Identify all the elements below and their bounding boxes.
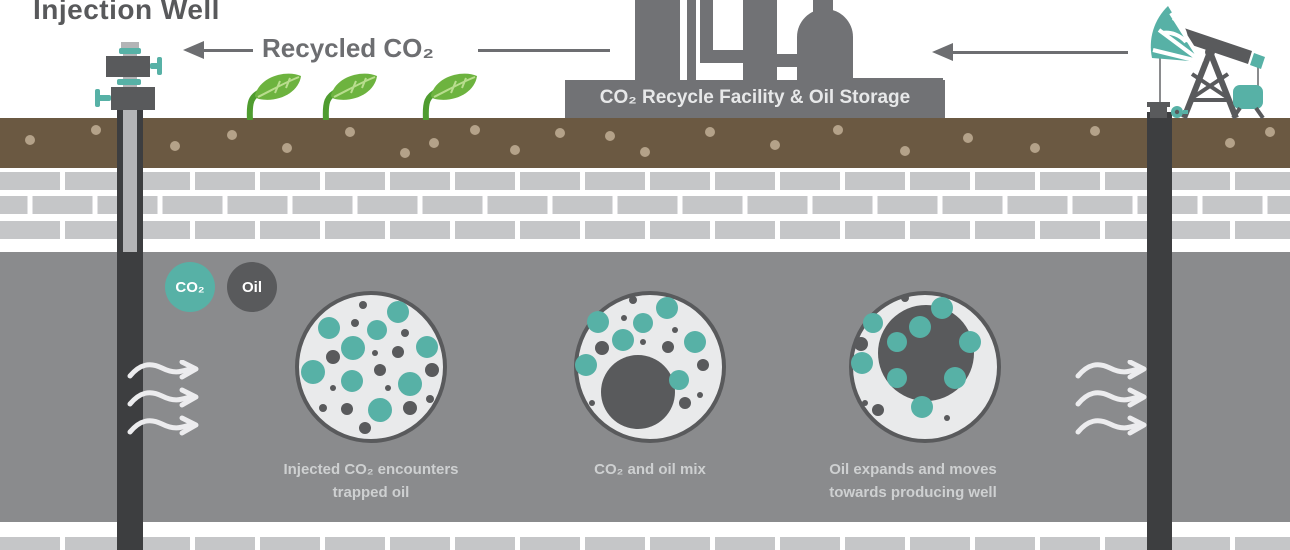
- stage2-caption: CO₂ and oil mix: [490, 458, 810, 481]
- stage3-circle-graphic: [849, 291, 1001, 443]
- soil-layer: [0, 118, 1290, 168]
- stage1-circle-graphic: [295, 291, 447, 443]
- leaf-sprout-icon: [322, 73, 377, 120]
- caprock-brick-layer: [0, 168, 1290, 240]
- stage3-caption-line1: Oil expands and moves: [829, 461, 997, 478]
- recycled-co2-arrowhead: [183, 41, 204, 59]
- produced-co2-arrow-shaft: [952, 51, 1128, 54]
- recycle-facility-icon: [565, 0, 945, 118]
- bottom-brick-layer: [0, 533, 1290, 550]
- stage1-caption-line2: trapped oil: [332, 484, 410, 501]
- recycled-co2-arrow-shaft2: [478, 49, 610, 52]
- recycled-co2-arrow-shaft: [203, 49, 253, 52]
- stage1-caption-line1: Injected CO₂ encounters: [283, 461, 459, 478]
- stage1-caption: Injected CO₂ encounters trapped oil: [211, 458, 531, 504]
- injection-well-title: Injection Well: [33, 0, 220, 25]
- producing-well-pipe: [1147, 112, 1172, 550]
- soil-dots: [25, 125, 1275, 158]
- recycled-co2-label: Recycled CO₂: [262, 33, 434, 63]
- produced-co2-arrowhead: [932, 43, 953, 61]
- legend-oil-bubble: Oil: [227, 262, 277, 312]
- legend-co2-bubble: CO₂: [165, 262, 215, 312]
- flow-arrows-left: [127, 360, 199, 436]
- stage2-caption-line1: CO₂ and oil mix: [594, 461, 706, 478]
- leaf-sprout-icon: [246, 73, 301, 120]
- stage3-caption: Oil expands and moves towards producing …: [753, 458, 1073, 504]
- stage2-circle-graphic: [574, 291, 726, 443]
- flow-arrows-right: [1075, 360, 1147, 436]
- legend-co2-label: CO₂: [175, 278, 205, 296]
- pumpjack-icon: [1147, 6, 1265, 120]
- stage3-caption-line2: towards producing well: [829, 484, 997, 501]
- leaf-sprout-icon: [422, 73, 477, 120]
- legend-oil-label: Oil: [241, 278, 262, 296]
- facility-label: CO₂ Recycle Facility & Oil Storage: [599, 87, 911, 108]
